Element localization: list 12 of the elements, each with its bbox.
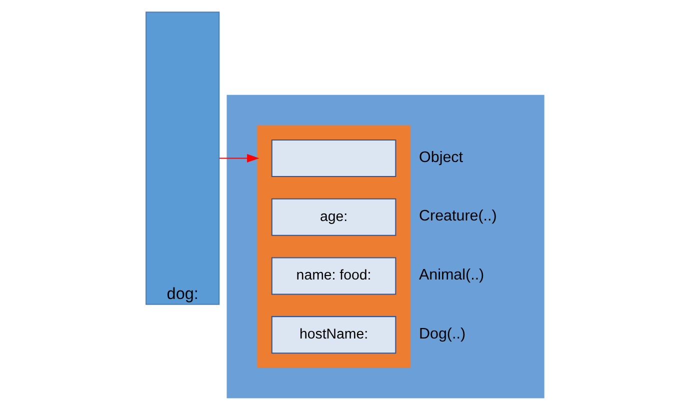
node-box: age: [270,198,396,236]
node-box [270,140,396,178]
node-box: hostName: [270,316,396,354]
node-box: dog: [145,12,220,305]
node-label: Animal(..) [418,266,484,284]
node-label: Dog(..) [418,325,466,342]
node-label: Creature(..) [418,208,496,225]
node-label: Object [418,148,462,166]
node-box: name: food: [270,257,396,295]
arrow [218,154,259,163]
cluster [226,94,544,398]
cluster [256,125,410,368]
